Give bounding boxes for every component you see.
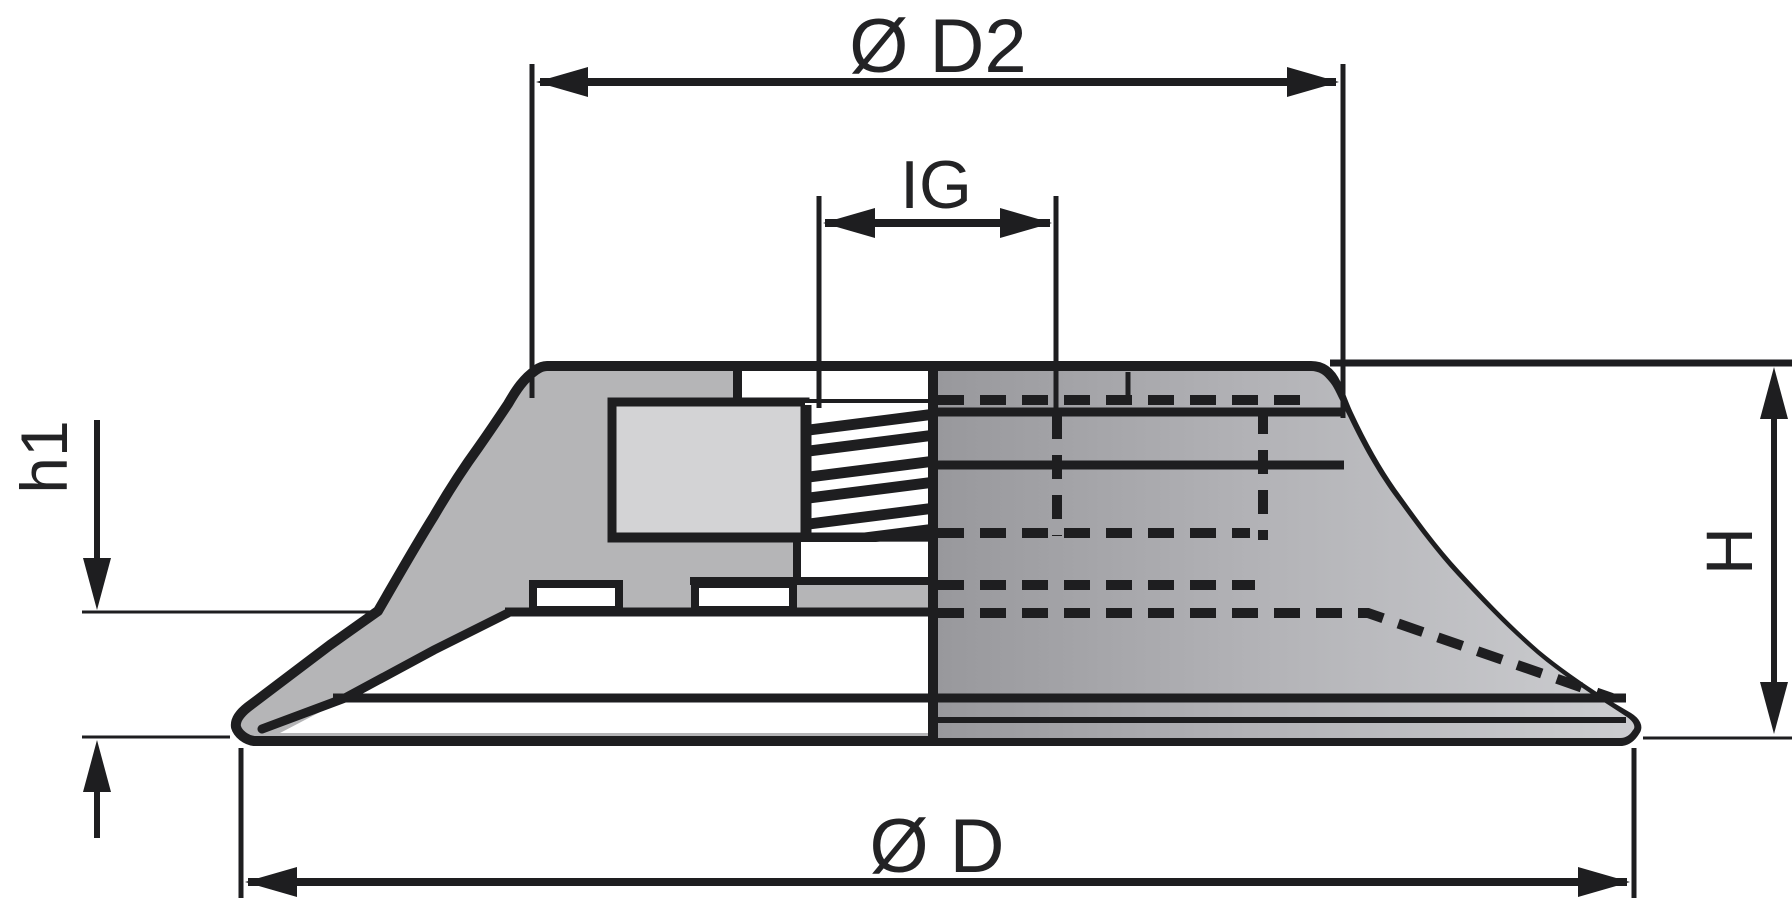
- d-label: Ø D: [869, 804, 1004, 889]
- dimension-d2: Ø D2: [529, 4, 1346, 418]
- d-arrow-left: [245, 867, 297, 897]
- h-arrow-down: [1760, 682, 1788, 734]
- hidden-edges: [938, 372, 1614, 703]
- d2-arrow-right: [1287, 67, 1339, 97]
- inner-cavity: [280, 616, 933, 733]
- d2-arrow-left: [536, 67, 588, 97]
- dimension-h: H: [1330, 359, 1792, 740]
- ig-label: IG: [900, 147, 972, 223]
- ig-arrow-right: [1000, 208, 1052, 238]
- bore-bottom-recess: [797, 542, 929, 578]
- top-slot-left-wall: [733, 366, 742, 407]
- exterior-half: [935, 371, 1635, 738]
- lip-inner-edge: [257, 608, 513, 734]
- underside-groove-right: [691, 580, 797, 614]
- dimension-d: Ø D: [238, 748, 1637, 898]
- d-arrow-right: [1578, 867, 1630, 897]
- underside-groove-left: [529, 580, 623, 614]
- dimension-h1: h1: [7, 420, 377, 838]
- cup-body: [230, 361, 1642, 746]
- ig-arrow-left: [823, 208, 875, 238]
- h-label: H: [1692, 527, 1766, 575]
- dimension-ig: IG: [816, 147, 1059, 410]
- internal-thread: [805, 403, 931, 542]
- bore-bottom-left-wall: [793, 542, 801, 580]
- h-arrow-up: [1760, 367, 1788, 419]
- hidden-underside: [938, 608, 1614, 703]
- h1-label: h1: [7, 420, 81, 493]
- d2-label: Ø D2: [849, 4, 1026, 89]
- h1-arrow-down: [83, 558, 111, 610]
- insert-section: [607, 397, 810, 543]
- h1-arrow-up: [83, 740, 111, 792]
